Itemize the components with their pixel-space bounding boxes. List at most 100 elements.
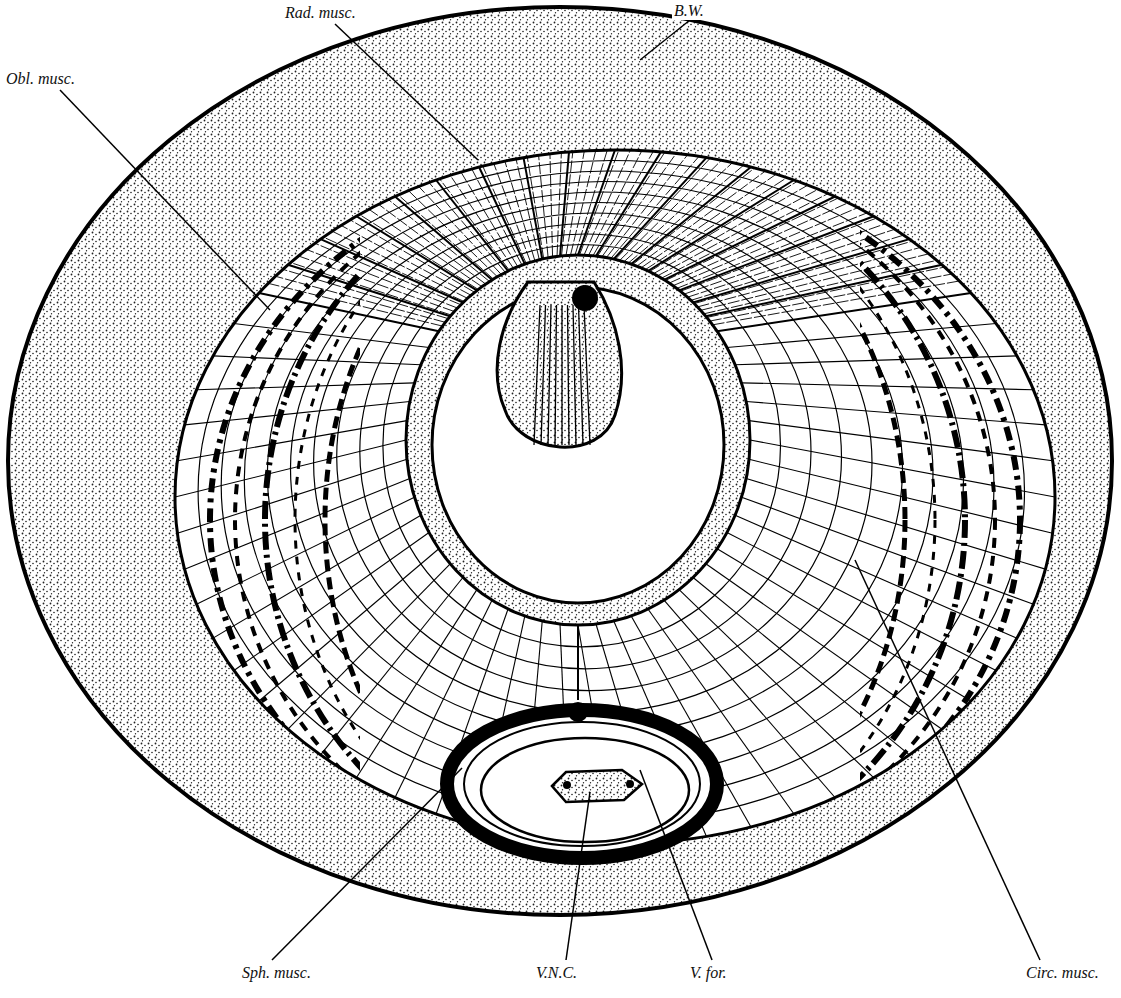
circular-fibre [244, 182, 963, 779]
radial-fibre [624, 163, 733, 262]
radial-fibre [359, 215, 478, 290]
radial-fibre [213, 515, 421, 638]
radial-fibre [461, 172, 518, 267]
typhlosole-fibre [561, 305, 562, 445]
leader-line [335, 24, 478, 160]
radial-fibre [398, 195, 493, 279]
radial-fibre [727, 533, 996, 671]
radial-fibre [440, 179, 510, 271]
typhlosole-fibre [584, 305, 590, 445]
radial-fibre [419, 186, 502, 274]
radial-fibre [395, 196, 492, 279]
body-wall [8, 7, 1112, 915]
muscle-label: Sph. musc. [240, 964, 313, 982]
typhlosole-fibre [548, 305, 551, 445]
radial-fibre [657, 189, 818, 276]
radial-fibre [706, 564, 942, 729]
radial-fibre [653, 185, 807, 274]
radial-fibre [677, 213, 868, 289]
radial-fibre [580, 150, 619, 255]
radial-fibre [298, 256, 454, 312]
leader-line [566, 792, 590, 960]
typhlosole-fibre [534, 305, 540, 445]
radial-fibre [321, 577, 463, 754]
radial-fibre [494, 163, 531, 262]
oblique-band [235, 160, 995, 880]
typhlosole-fibre [555, 305, 557, 445]
radial-fibre [332, 231, 467, 298]
muscle-fibres [175, 150, 1055, 844]
radial-fibre [570, 150, 595, 255]
radial-fibre [746, 478, 1045, 569]
circular-fibre [291, 203, 903, 735]
radial-fibre [550, 154, 553, 257]
oblique-band [210, 160, 1020, 880]
radial-fibre [259, 549, 439, 701]
radial-fibre [527, 157, 543, 259]
radial-fibre [665, 198, 838, 281]
ventral-nerve-cord [552, 770, 642, 802]
radial-fibre [602, 153, 676, 256]
radial-fibre [693, 239, 909, 302]
oblique-band [325, 160, 905, 880]
muscle-label: Rad. musc. [283, 4, 358, 22]
radial-fibre [648, 180, 794, 271]
typhlosole-fibre [573, 305, 576, 445]
radial-fibre [177, 421, 407, 461]
ventral-vessel [568, 702, 588, 722]
radial-fibre [436, 180, 508, 271]
sphincter-ring [464, 722, 700, 846]
radial-fibre [562, 152, 573, 256]
typhlosole-fibre [541, 305, 546, 445]
typhlosole-fibres [534, 305, 590, 445]
radial-fibre [315, 243, 461, 304]
radial-fibre [259, 293, 439, 331]
radial-fibre [450, 175, 513, 268]
radial-fibre [408, 191, 497, 277]
radial-fibre [566, 151, 584, 256]
dorsal-vessel [572, 285, 598, 311]
radial-fibre [356, 216, 477, 290]
radial-fibre [560, 152, 569, 256]
radial-fibre [472, 169, 522, 265]
radial-fibre [628, 165, 743, 263]
muscle-label: Obl. musc. [4, 70, 77, 88]
radial-fibre [524, 158, 543, 259]
circular-fibre [383, 245, 781, 647]
radial-fibre [307, 250, 458, 309]
muscle-layer [175, 150, 1055, 844]
radial-fibre [268, 283, 442, 326]
radial-fibre [593, 151, 653, 255]
radial-fibre [388, 200, 489, 282]
oblique-bands [210, 160, 1020, 880]
leader-line [640, 20, 690, 60]
oblique-band [265, 160, 965, 880]
radial-fibre [369, 209, 482, 286]
oblique-band [295, 160, 935, 880]
nerve-fibre [563, 781, 571, 789]
muscle-label: Circ. musc. [1024, 964, 1101, 982]
radial-fibre [197, 383, 415, 390]
gut-wall [406, 255, 750, 625]
part-label: B.W. [672, 2, 706, 20]
radial-fibre [341, 225, 471, 295]
nerve-fibre [626, 780, 634, 788]
radial-fibre [483, 166, 527, 264]
radial-fibre [213, 356, 421, 365]
radial-fibre [680, 218, 876, 291]
sphincter-ring [447, 710, 717, 858]
radial-fibre [694, 241, 912, 303]
mesentery [577, 625, 579, 700]
radial-fibre [620, 160, 722, 260]
typhlosole-fibre [579, 305, 584, 445]
radial-fibre [669, 203, 848, 283]
circular-fibre [360, 234, 811, 669]
radial-fibre [379, 204, 486, 284]
leader-line [60, 90, 270, 310]
radial-fibre [749, 459, 1053, 533]
radial-fibre [742, 497, 1034, 604]
typhlosole [497, 282, 621, 447]
radial-fibre [631, 167, 751, 264]
radial-fibre [291, 263, 452, 315]
